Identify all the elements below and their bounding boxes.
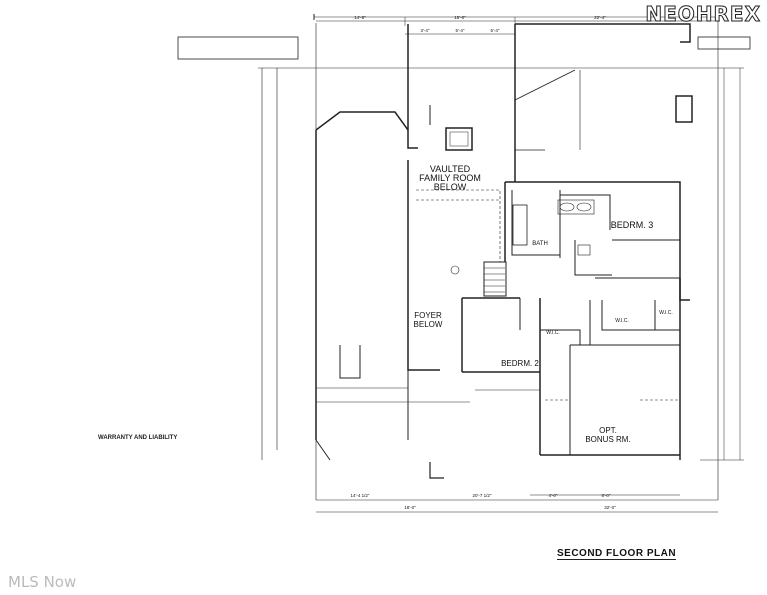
- room-wic-3: W.I.C.: [659, 310, 673, 316]
- room-bonus-line2: BONUS RM.: [585, 435, 630, 444]
- watermark-logo: NEOHREX: [645, 2, 761, 27]
- room-vaulted-line3: BELOW: [434, 182, 467, 192]
- dim-bottom-1: 14'-4 1/2": [351, 493, 370, 498]
- mls-logo: MLS Now: [8, 573, 77, 591]
- room-label-foyer: FOYER BELOW: [414, 311, 443, 329]
- room-label-vaulted: VAULTED FAMILY ROOM BELOW: [419, 164, 481, 192]
- dim-top-sub-2: 5'-4": [456, 28, 465, 33]
- dim-top-2: 15'-0": [454, 15, 466, 20]
- warranty-notes: WARRANTY AND LIABILITY: [98, 435, 216, 443]
- room-vaulted-line2: FAMILY ROOM: [419, 173, 481, 183]
- room-bath: BATH: [532, 241, 548, 247]
- warranty-title: WARRANTY AND LIABILITY: [98, 435, 178, 441]
- dim-bottom-4: 8'-0": [602, 493, 611, 498]
- dim-bottom-total-2: 32'-0": [604, 505, 616, 510]
- room-wic-2: W.I.C.: [615, 318, 629, 324]
- room-vaulted-line1: VAULTED: [430, 164, 471, 174]
- dim-top-sub-1: 3'-4": [421, 28, 430, 33]
- room-foyer-line1: FOYER: [414, 311, 442, 320]
- room-bonus-line1: OPT.: [599, 426, 617, 435]
- dim-bottom-2: 20'-7 1/2": [473, 493, 492, 498]
- room-wic-1: W.I.C.: [546, 330, 560, 336]
- dim-bottom-3: 4'-0": [549, 493, 558, 498]
- dim-top-3: 22'-4": [594, 15, 606, 20]
- dim-bottom-total-1: 18'-0": [404, 505, 416, 510]
- room-bedroom-3: BEDRM. 3: [611, 220, 654, 230]
- room-bedroom-2: BEDRM. 2: [501, 359, 539, 368]
- room-label-bonus: OPT. BONUS RM.: [585, 426, 630, 444]
- dim-top-sub-3: 5'-4": [491, 28, 500, 33]
- room-foyer-line2: BELOW: [414, 320, 443, 329]
- plan-title: SECOND FLOOR PLAN: [557, 548, 677, 560]
- dim-top-1: 14'-8": [354, 15, 366, 20]
